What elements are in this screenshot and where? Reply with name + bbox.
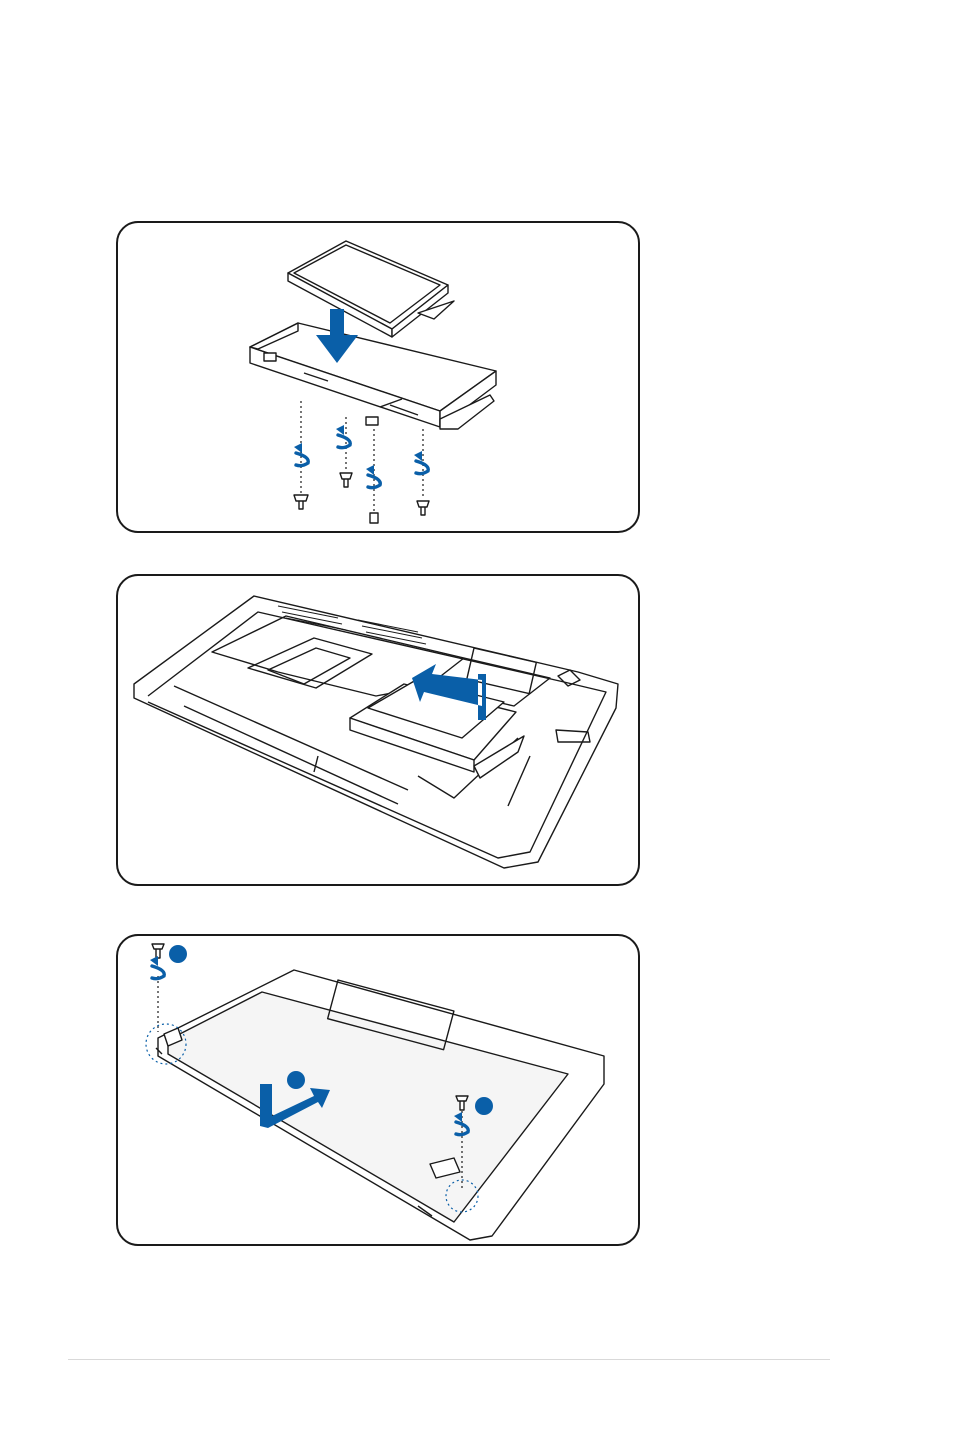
step-marker	[169, 945, 187, 963]
screw-icon	[294, 473, 429, 523]
step-marker	[287, 1071, 305, 1089]
illustration-panel-hdd-bracket	[116, 221, 640, 533]
rotate-arrow-icon	[296, 435, 428, 488]
illustration-panel-cover-install	[116, 934, 640, 1246]
cover-install-illustration	[118, 936, 638, 1244]
hdd-bracket-illustration	[118, 223, 638, 531]
footer-divider	[68, 1359, 830, 1360]
drive-bracket-icon	[250, 323, 496, 429]
illustration-panel-hdd-insert	[116, 574, 640, 886]
step-marker	[475, 1097, 493, 1115]
hdd-insert-illustration	[118, 576, 638, 884]
hard-drive-icon	[288, 241, 454, 337]
